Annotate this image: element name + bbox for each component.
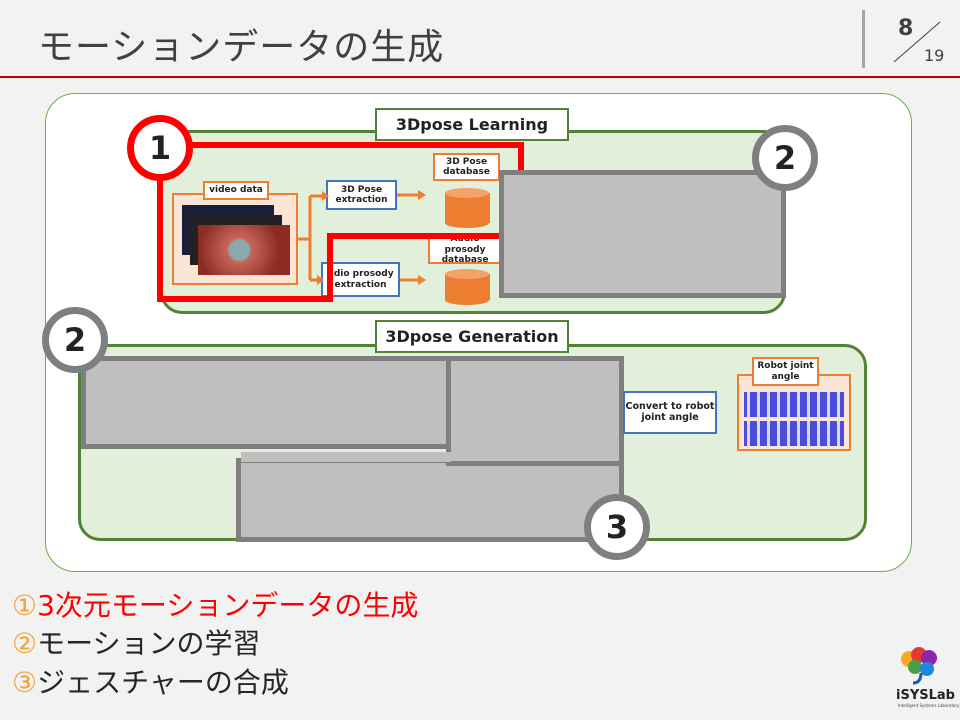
slide-title: モーションデータの生成	[38, 27, 445, 68]
marker-3: 3	[584, 494, 650, 560]
learning-label: 3Dpose Learning	[375, 108, 569, 141]
pose-db-label: 3D Pose database	[433, 153, 500, 181]
convert-box: Convert to robot joint angle	[623, 391, 717, 434]
marker-1: 1	[127, 115, 193, 181]
hidden-block	[236, 458, 624, 542]
robot-pose-strip	[744, 421, 844, 446]
video-data-label: video data	[203, 181, 269, 200]
list-item: ③ジェスチャーの合成	[12, 666, 289, 699]
logo-brain-icon	[895, 645, 945, 685]
robot-joint-label: Robot joint angle	[752, 357, 819, 386]
page-slash	[893, 21, 941, 63]
robot-pose-strip	[744, 392, 844, 417]
marker-2: 2	[42, 307, 108, 373]
hidden-block	[81, 356, 451, 449]
video-frame	[198, 225, 290, 275]
page-total: 19	[924, 46, 945, 65]
hidden-block-learning	[499, 170, 786, 298]
marker-2: 2	[752, 125, 818, 191]
page-divider	[862, 10, 865, 68]
title-divider	[0, 76, 960, 78]
list-item: ①3次元モーションデータの生成	[12, 589, 419, 622]
list-item: ②モーションの学習	[12, 627, 261, 660]
pose-extraction-box: 3D Pose extraction	[326, 180, 397, 210]
generation-label: 3Dpose Generation	[375, 320, 569, 353]
hidden-block-joint	[241, 452, 451, 462]
hidden-block	[446, 356, 624, 466]
logo-text: iSYSLab	[896, 688, 955, 703]
audio-extraction-box: udio prosody extraction	[321, 262, 400, 297]
page-number: 8	[898, 16, 914, 41]
logo-subtext: Intelligent Systems Laboratory	[898, 703, 960, 708]
